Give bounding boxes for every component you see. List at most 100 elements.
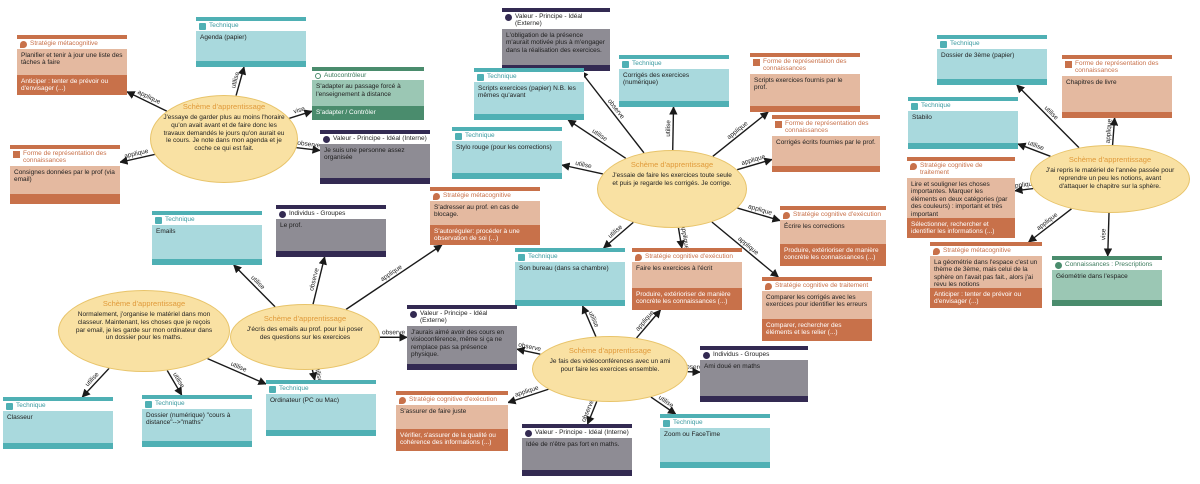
technique-card[interactable]: Technique Son bureau (dans sa chambre) [515, 248, 625, 306]
scheme-text: J'ai repris le matériel de l'année passé… [1045, 167, 1175, 190]
edge-arrow [308, 369, 318, 381]
location-pin-icon [635, 254, 642, 261]
person-icon [410, 311, 417, 318]
edge-arrow [507, 388, 549, 405]
scheme-node[interactable]: Schème d'apprentissage J'essaie de faire… [597, 150, 747, 228]
toolbox-icon [477, 74, 484, 81]
edge-arrow [1016, 84, 1080, 149]
location-pin-icon [910, 163, 917, 170]
edge-label: utilise [313, 365, 324, 383]
representation-card[interactable]: Forme de représentation des connaissance… [772, 115, 880, 172]
toolbox-icon [911, 103, 918, 110]
person-icon [525, 430, 532, 437]
scheme-text: Normalement, j'organise le matériel dans… [75, 311, 213, 342]
location-pin-icon [933, 248, 940, 255]
technique-card[interactable]: Technique Emails [152, 211, 262, 265]
location-pin-icon [433, 193, 440, 200]
scheme-title: Schème d'apprentissage [263, 314, 347, 323]
document-icon [775, 121, 782, 128]
toolbox-icon [940, 41, 947, 48]
scheme-node[interactable]: Schème d'apprentissage Normalement, j'or… [58, 290, 230, 372]
document-icon [753, 59, 760, 66]
strategy-card[interactable]: Stratégie métacognitive Planifier et ten… [17, 35, 127, 95]
edge-arrow [586, 401, 598, 425]
representation-card[interactable]: Forme de représentation des connaissance… [10, 145, 120, 204]
scheme-node[interactable]: Schème d'apprentissage J'ai repris le ma… [1030, 145, 1190, 213]
value-card[interactable]: Valeur - Principe - Idéal (Externe) J'au… [407, 305, 517, 370]
technique-card[interactable]: Technique Classeur [3, 397, 113, 449]
edge-arrow [1109, 117, 1119, 146]
document-icon [13, 151, 20, 158]
people-icon [1055, 262, 1062, 269]
scheme-text: J'essaye de garder plus au moins l'horai… [163, 114, 285, 153]
edge-arrow [711, 221, 779, 278]
toolbox-icon [269, 386, 276, 393]
technique-card[interactable]: Technique Agenda (papier) [196, 17, 306, 67]
scheme-node[interactable]: Schème d'apprentissage J'essaye de garde… [150, 95, 298, 183]
gear-icon [315, 73, 321, 79]
scheme-title: Schème d'apprentissage [182, 102, 266, 111]
edge-arrow [289, 109, 313, 120]
knowledge-card[interactable]: Connaissances : Prescriptions Géométrie … [1052, 256, 1162, 306]
edge-arrow [233, 264, 276, 308]
edge-arrow [81, 367, 110, 398]
toolbox-icon [199, 23, 206, 30]
location-pin-icon [399, 397, 406, 404]
edge-arrow [650, 396, 677, 415]
strategy-card[interactable]: Stratégie cognitive d'exécution Faire le… [632, 248, 742, 310]
representation-card[interactable]: Forme de représentation des connaissance… [750, 53, 860, 112]
edge-label: applique [679, 224, 690, 250]
edge-arrow [207, 357, 267, 385]
edge-arrow [296, 145, 321, 154]
edge-arrow [636, 309, 662, 339]
edge-arrow [579, 70, 645, 154]
scheme-node[interactable]: Schème d'apprentissage J'écris des email… [230, 304, 380, 370]
edge-arrow [312, 256, 327, 305]
edge-label: utilise [665, 120, 672, 137]
edge-arrow [1103, 212, 1113, 257]
person-icon [323, 136, 330, 143]
individual-card[interactable]: Individus - Groupes Ami doué en maths [700, 346, 808, 402]
technique-card[interactable]: Technique Ordinateur (PC ou Mac) [266, 380, 376, 436]
strategy-card[interactable]: Stratégie métacognitive La géométrie dan… [930, 242, 1042, 308]
value-card[interactable]: Valeur - Principe - Idéal (Interne) Idée… [522, 424, 632, 476]
toolbox-icon [518, 254, 525, 261]
document-icon [1065, 61, 1072, 68]
edge-arrow [516, 346, 541, 355]
technique-card[interactable]: Technique Dossier (numérique) "cours à d… [142, 395, 252, 447]
people-icon [279, 211, 286, 218]
edge-label: vise [293, 105, 306, 115]
technique-card[interactable]: Technique Stabilo [908, 97, 1018, 149]
edge-arrow [669, 106, 678, 151]
toolbox-icon [145, 401, 152, 408]
edge-label: observe [297, 140, 321, 150]
scheme-text: J'essaie de faire les exercices toute se… [612, 172, 732, 187]
individual-card[interactable]: Individus - Groupes Le prof. [276, 205, 386, 257]
person-icon [505, 14, 512, 21]
value-card[interactable]: Valeur - Principe - Idéal (Externe) L'ob… [502, 8, 610, 71]
technique-card[interactable]: Technique Zoom ou FaceTime [660, 414, 770, 468]
value-card[interactable]: Valeur - Principe - Idéal (Interne) Je s… [320, 130, 430, 184]
edge-arrow [676, 227, 685, 249]
strategy-card[interactable]: Stratégie métacognitive S'adresser au pr… [430, 187, 540, 245]
strategy-card[interactable]: Stratégie cognitive d'exécution S'assure… [396, 391, 508, 451]
scheme-node[interactable]: Schème d'apprentissage Je fais des vidéo… [532, 336, 688, 402]
technique-card[interactable]: Technique Dossier de 3ème (papier) [937, 35, 1047, 85]
toolbox-icon [663, 420, 670, 427]
strategy-card[interactable]: Stratégie cognitive de traitement Lire e… [907, 157, 1015, 238]
edge-arrow [602, 221, 634, 249]
scheme-text: Je fais des vidéoconférences avec un ami… [549, 358, 671, 373]
toolbox-icon [455, 133, 462, 140]
edge-label: utilise [575, 160, 593, 170]
representation-card[interactable]: Forme de représentation des connaissance… [1062, 55, 1172, 118]
edge-arrow [235, 66, 247, 96]
strategy-card[interactable]: Stratégie cognitive de traitement Compar… [762, 277, 872, 341]
edge-arrow [737, 207, 781, 223]
technique-card[interactable]: Technique Corrigés des exercices (numéri… [619, 55, 729, 107]
strategy-card[interactable]: Stratégie cognitive d'exécution Écrire l… [780, 206, 886, 266]
technique-card[interactable]: Technique Stylo rouge (pour les correcti… [452, 127, 562, 179]
technique-card[interactable]: Technique Scripts exercices (papier) N.B… [474, 68, 584, 120]
edge-arrow [737, 157, 773, 171]
autocontroleur-card[interactable]: Autocontrôleur S'adapter au passage forc… [312, 67, 424, 121]
